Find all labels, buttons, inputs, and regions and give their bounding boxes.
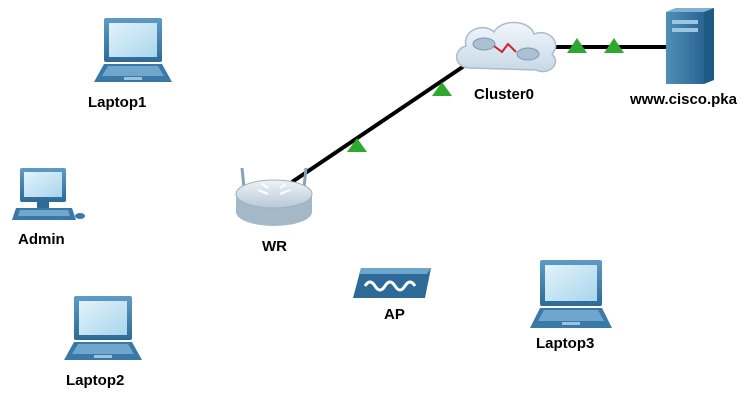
- server-label: www.cisco.pka: [630, 91, 737, 108]
- link-up-indicator-icon: [432, 82, 452, 96]
- laptop3-label: Laptop3: [536, 335, 595, 352]
- admin-label: Admin: [18, 231, 65, 248]
- cluster0-device[interactable]: [456, 21, 557, 73]
- ap-device[interactable]: [353, 268, 431, 298]
- link-up-indicator-icon: [567, 38, 587, 53]
- wr-label: WR: [262, 238, 287, 255]
- link-cluster0-server[interactable]: [545, 38, 668, 53]
- laptop-icon: [530, 260, 612, 328]
- cloud-cluster-icon: [456, 21, 557, 73]
- access-point-icon: [353, 268, 431, 298]
- laptop3-device[interactable]: [530, 260, 612, 328]
- admin-device[interactable]: [12, 168, 85, 220]
- cluster0-label: Cluster0: [474, 86, 535, 103]
- server-device[interactable]: [666, 8, 714, 84]
- wireless-router-icon: [235, 167, 313, 226]
- laptop-icon: [94, 18, 172, 82]
- laptop1-device[interactable]: [94, 18, 172, 82]
- laptop2-label: Laptop2: [66, 372, 125, 389]
- pc-icon: [12, 168, 85, 220]
- wr-device[interactable]: [235, 167, 313, 226]
- link-wr-cluster0[interactable]: [290, 60, 472, 184]
- laptop-icon: [64, 296, 142, 360]
- laptop1-label: Laptop1: [88, 94, 147, 111]
- link-up-indicator-icon: [604, 38, 624, 53]
- link-up-indicator-icon: [347, 138, 367, 152]
- server-icon: [666, 8, 714, 84]
- ap-label: AP: [384, 306, 405, 323]
- laptop2-device[interactable]: [64, 296, 142, 360]
